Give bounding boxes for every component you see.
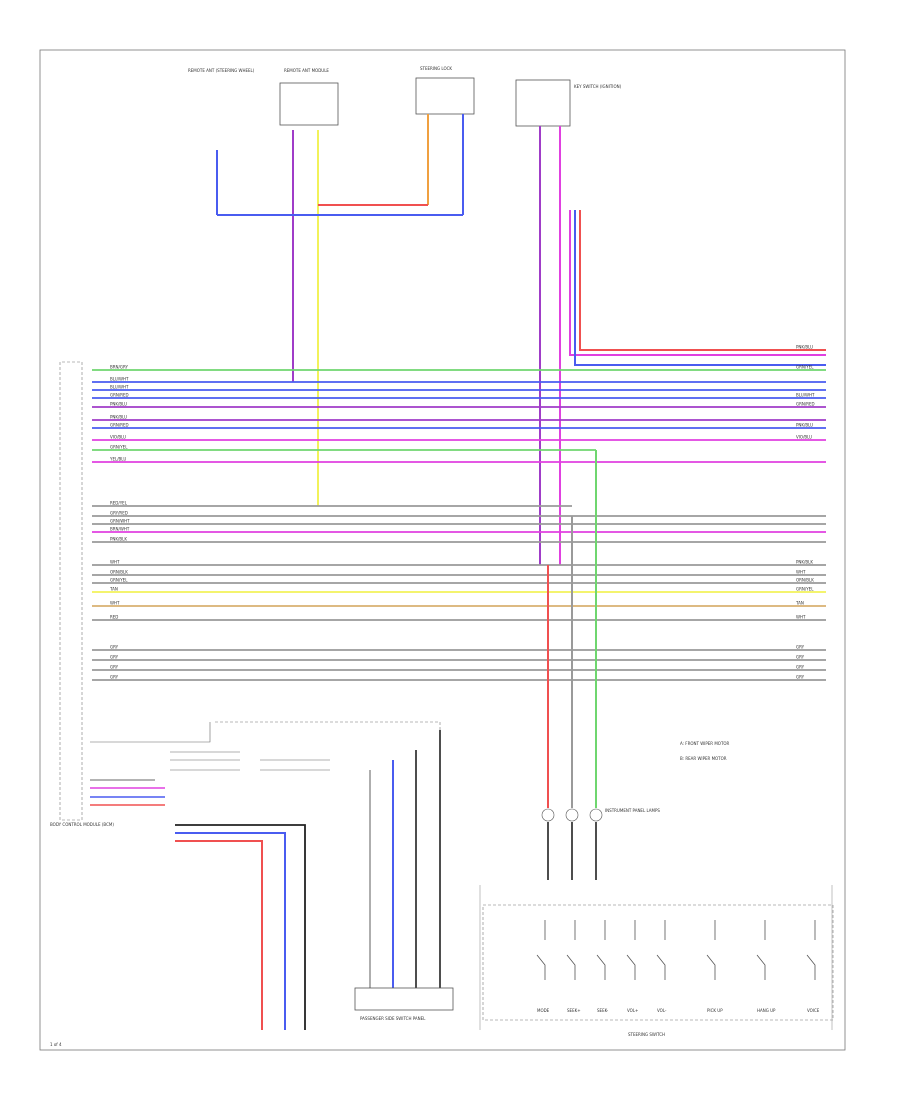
top-component-label: STEERING LOCK	[420, 66, 452, 71]
bus-right-label: ORN/BLK	[796, 578, 814, 583]
top-component-key-switch: KEY SWITCH (IGNITION)	[515, 79, 622, 127]
switch-contacts: MODE SEEK+ SEEK- VOL+ VOL- PICK UP HANG UP VOIC…	[536, 920, 820, 1013]
bus-right-label: GRY	[796, 665, 805, 670]
switch-label: VOL-	[657, 1008, 667, 1013]
steering-switch: STEERING SWITCH MODE SEEK+ SEEK- VOL+ VOL- PI…	[479, 885, 834, 1037]
bus-wire-label: TAN	[109, 587, 118, 592]
module-outline	[59, 361, 83, 821]
bus-wire-label: PNK/BLU	[110, 402, 127, 407]
bus-wire-label: VIO/BLU	[110, 435, 126, 440]
switch-label: PICK UP	[707, 1008, 723, 1013]
steering-switch-label: STEERING SWITCH	[628, 1032, 665, 1037]
top-wires	[216, 114, 826, 565]
bus-right-label: GRN/YEL	[796, 587, 814, 592]
switch-label: SEEK-	[597, 1008, 609, 1013]
note: B: REAR WIPER MOTOR	[680, 756, 727, 761]
bus-wire-label: BLU/WHT	[110, 385, 129, 390]
switch-label: MODE	[537, 1008, 550, 1013]
bus-wire-label: BRN/GRY	[110, 365, 128, 370]
page-number: 1 of 4	[50, 1042, 62, 1047]
switch-contact	[756, 920, 766, 980]
switch-contact	[566, 920, 576, 980]
bus-wire-label: GRN/WHT	[110, 519, 130, 524]
bus-right-label: GRN/RED	[796, 402, 815, 407]
switch-label: HANG UP	[757, 1008, 776, 1013]
switch-label: SEEK+	[567, 1008, 581, 1013]
switch-contact	[626, 920, 636, 980]
switch-contact	[706, 920, 716, 980]
top-component-remote-ant: REMOTE ANT (STEERING WHEEL) REMOTE ANT M…	[188, 68, 339, 126]
bus-wire-label: WHT	[110, 560, 120, 565]
note: A: FRONT WIPER MOTOR	[680, 741, 730, 746]
bus-wire-label: WHT	[110, 601, 120, 606]
bus-wire-label: BLU/WHT	[110, 377, 129, 382]
top-component-wheel-lock: STEERING LOCK	[415, 66, 475, 115]
bus-wire-label: GRN/YEL	[110, 578, 128, 583]
bus-right-label: WHT	[796, 615, 806, 620]
bus-right-label: GRY	[796, 675, 805, 680]
bus-wire-label: RED/YEL	[110, 501, 128, 506]
switch-contact	[536, 920, 546, 980]
bus-right-label: GRY	[796, 655, 805, 660]
bulb-label: INSTRUMENT PANEL LAMPS	[605, 808, 660, 813]
bus-wire-label: ORN/BLK	[110, 570, 128, 575]
bus-wire-label: GRY	[110, 655, 119, 660]
bus-wire-label: RED	[110, 615, 118, 620]
bus-right-label: WHT	[796, 570, 806, 575]
bus-wire-label: GRN/RED	[110, 393, 129, 398]
bus-right-label: BLU/WHT	[796, 393, 815, 398]
bus-right-label: VIO/BLU	[796, 435, 812, 440]
bus-wire-label: GRN/YEL	[110, 445, 128, 450]
bus-wire-label: PNK/BLK	[110, 537, 127, 542]
bus-right-label: TAN	[795, 601, 804, 606]
notes: A: FRONT WIPER MOTOR B: REAR WIPER MOTOR	[680, 741, 730, 761]
bus-right-label: GRY	[796, 645, 805, 650]
switch-label: VOL+	[627, 1008, 638, 1013]
bus-wire-label: GRY	[110, 645, 119, 650]
bus-wire-label: GRY	[110, 675, 119, 680]
diagram-frame	[39, 49, 846, 1051]
switch-contact	[806, 920, 816, 980]
bus-right-label: PNK/BLU	[796, 345, 813, 350]
right-wires: INSTRUMENT PANEL LAMPS	[541, 450, 660, 880]
bus-wires: BRN/GRY BLU/WHT BLU/WHT GRN/RED PNK/BLU PNK/B…	[92, 345, 826, 681]
switch-contact	[656, 920, 666, 980]
switch-contact	[596, 920, 606, 980]
bus-wire-label: GRY/RED	[110, 511, 128, 516]
bus-right-label: GRN/YEL	[796, 365, 814, 370]
top-component-label: REMOTE ANT MODULE	[284, 68, 329, 73]
top-component-label: KEY SWITCH (IGNITION)	[574, 84, 622, 89]
lower-left-panel: PASSENGER SIDE SWITCH PANEL	[90, 721, 454, 1030]
bus-wire-label: GRY	[110, 665, 119, 670]
module-label: BODY CONTROL MODULE (BCM)	[50, 822, 114, 827]
bus-wire-label: PNK/BLU	[110, 415, 127, 420]
lower-module-label: PASSENGER SIDE SWITCH PANEL	[360, 1016, 426, 1021]
bus-wire-label: BRN/WHT	[110, 527, 130, 532]
bus-wire-label: YEL/BLU	[109, 457, 126, 462]
switch-label: VOICE	[807, 1008, 820, 1013]
bus-wire-label: GRN/RED	[110, 423, 129, 428]
bus-right-label: PNK/BLU	[796, 423, 813, 428]
top-component-label: REMOTE ANT (STEERING WHEEL)	[188, 68, 255, 73]
bus-right-label: PNK/BLK	[796, 560, 813, 565]
